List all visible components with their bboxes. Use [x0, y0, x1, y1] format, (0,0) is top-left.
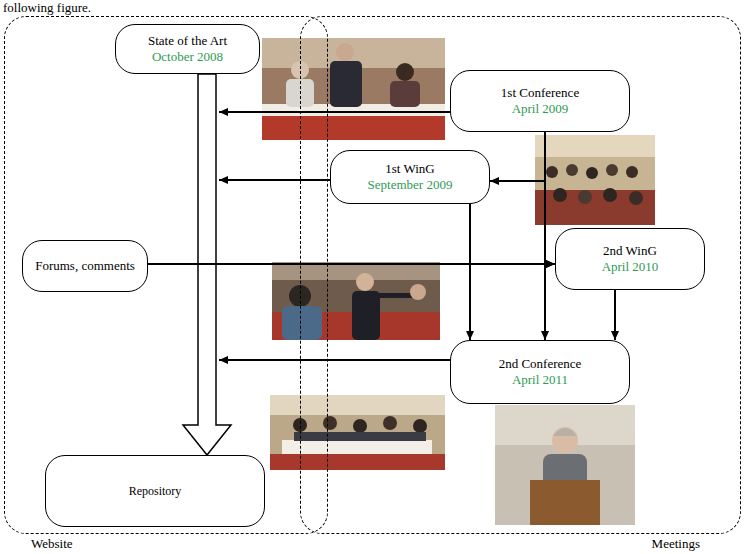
- flow-connector: [490, 132, 545, 181]
- photo-detail: [546, 166, 558, 178]
- box-title: 2nd Conference: [499, 356, 582, 372]
- photo-detail: [282, 440, 432, 454]
- box-date: April 2009: [512, 101, 569, 117]
- flow-connector: [544, 132, 546, 340]
- photo-detail: [219, 179, 330, 181]
- repository-box: Repository: [45, 455, 265, 527]
- photo-detail: [323, 416, 337, 430]
- photo-detail: [626, 166, 638, 178]
- conference-box: 1st ConferenceApril 2009: [450, 70, 630, 132]
- photo-detail: [353, 419, 367, 433]
- photo-detail: [383, 416, 397, 430]
- box-date: April 2010: [602, 259, 659, 275]
- photo-detail: [219, 359, 450, 361]
- box-title: Repository: [129, 483, 182, 499]
- photo-detail: [530, 480, 600, 525]
- photo-detail: [272, 262, 440, 340]
- conference-photo: [262, 38, 445, 140]
- meeting-photo: [270, 395, 445, 470]
- photo-detail: [535, 135, 655, 225]
- website-region: WebsiteState of the ArtOctober 2008Forum…: [4, 16, 328, 534]
- flow-connector: [148, 263, 555, 265]
- photo-detail: [552, 427, 578, 453]
- box-title: 1st Conference: [501, 85, 579, 101]
- photo-detail: [219, 111, 450, 113]
- photo-detail: [396, 63, 414, 81]
- caption-fragment: following figure.: [3, 0, 91, 15]
- photo-detail: [606, 164, 618, 176]
- photo-detail: [586, 167, 598, 179]
- photo-detail: [535, 135, 655, 157]
- box-date: September 2009: [368, 177, 453, 193]
- conference-box: 2nd ConferenceApril 2011: [450, 340, 630, 404]
- photo-detail: [535, 190, 655, 225]
- photo-detail: [553, 428, 577, 436]
- photo-detail: [603, 188, 617, 202]
- photo-detail: [410, 284, 426, 300]
- photo-detail: [578, 190, 592, 204]
- discussion-photo: [272, 262, 440, 340]
- photo-detail: [413, 419, 427, 433]
- photo-detail: [336, 43, 354, 61]
- audience-photo: [535, 135, 655, 225]
- photo-detail: [270, 454, 445, 470]
- photo-detail: [553, 188, 567, 202]
- speaker-photo: [495, 405, 635, 525]
- box-date: April 2011: [512, 372, 568, 388]
- photo-detail: [356, 273, 374, 291]
- flow-connector: [545, 132, 555, 264]
- forum-box: Forums, comments: [22, 240, 148, 292]
- photo-detail: [270, 395, 445, 415]
- flow-connector: [614, 290, 616, 340]
- photo-detail: [566, 164, 578, 176]
- photo-detail: [390, 81, 420, 107]
- region-label: Website: [31, 536, 73, 552]
- flow-connector: [469, 204, 471, 340]
- meetings-region: Meetings1st ConferenceApril 20091st WinG…: [300, 16, 741, 534]
- box-date: October 2008: [152, 49, 223, 65]
- photo-detail: [270, 395, 445, 470]
- workshop-box: 2nd WinGApril 2010: [555, 228, 705, 290]
- photo-detail: [330, 61, 362, 107]
- region-label: Meetings: [652, 536, 700, 552]
- photo-detail: [282, 306, 322, 340]
- box-title: State of the Art: [148, 33, 227, 49]
- photo-detail: [294, 432, 426, 441]
- workshop-box: 1st WinGSeptember 2009: [330, 150, 490, 204]
- box-title: 1st WinG: [385, 161, 434, 177]
- photo-detail: [262, 112, 445, 140]
- box-title: Forums, comments: [35, 258, 135, 274]
- photo-detail: [262, 38, 445, 140]
- milestone-box: State of the ArtOctober 2008: [115, 24, 260, 74]
- photo-detail: [629, 191, 643, 205]
- box-title: 2nd WinG: [603, 243, 657, 259]
- photo-detail: [495, 405, 635, 525]
- photo-detail: [352, 291, 380, 340]
